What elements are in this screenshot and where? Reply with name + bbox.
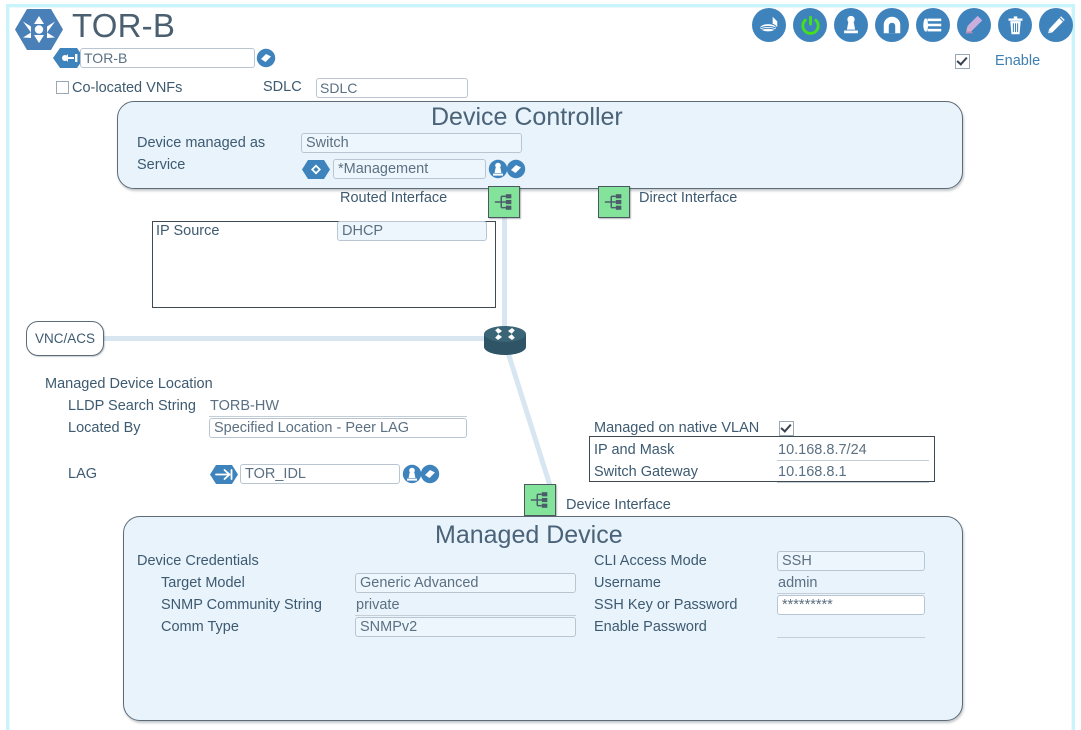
snmp-community-string-label: SNMP Community String <box>161 597 322 613</box>
device-credentials-label: Device Credentials <box>137 553 259 569</box>
connector-router-to-device <box>501 340 556 496</box>
username-label: Username <box>594 575 661 591</box>
highlighter-icon[interactable] <box>957 8 991 42</box>
device-interface-icon[interactable] <box>524 484 556 516</box>
enable-checkbox[interactable] <box>955 53 970 69</box>
eraser-icon[interactable] <box>420 464 440 484</box>
direct-interface-icon[interactable] <box>598 186 630 218</box>
stack-document-icon[interactable] <box>752 8 786 42</box>
ip-and-mask-label: IP and Mask <box>594 442 675 458</box>
co-located-vnfs-label: Co-located VNFs <box>72 80 183 96</box>
device-controller-panel <box>117 101 963 189</box>
eraser-icon[interactable] <box>506 159 526 179</box>
device-name-input[interactable]: TOR-B <box>80 48 255 68</box>
hexagon-logo-icon <box>15 9 63 50</box>
page-title: TOR-B <box>72 7 176 44</box>
pencil-edit-icon[interactable] <box>1039 8 1073 42</box>
toolbar <box>752 8 1073 42</box>
eraser-icon[interactable] <box>256 48 276 68</box>
managed-device-location-label: Managed Device Location <box>45 376 213 392</box>
ip-source-input[interactable]: DHCP <box>337 221 487 241</box>
target-model-label: Target Model <box>161 575 245 591</box>
service-input[interactable]: *Management <box>333 159 486 179</box>
ip-source-label: IP Source <box>156 223 220 239</box>
trash-icon[interactable] <box>998 8 1032 42</box>
ssh-key-or-password-label: SSH Key or Password <box>594 597 738 613</box>
comm-type-label: Comm Type <box>161 619 239 635</box>
router-icon[interactable] <box>481 322 529 358</box>
stamp-icon[interactable] <box>402 464 422 484</box>
lldp-search-string-label: LLDP Search String <box>68 398 196 414</box>
enable-password-input[interactable] <box>777 618 925 638</box>
target-model-input[interactable]: Generic Advanced <box>355 573 576 593</box>
username-input[interactable]: admin <box>777 574 925 594</box>
managed-device-title: Managed Device <box>435 521 623 549</box>
device-interface-label: Device Interface <box>566 497 671 513</box>
connector-vnc-to-router <box>103 336 503 341</box>
direct-interface-label: Direct Interface <box>639 190 738 206</box>
lag-input[interactable]: TOR_IDL <box>240 464 400 484</box>
stamp-icon[interactable] <box>834 8 868 42</box>
managed-on-native-vlan-label: Managed on native VLAN <box>594 420 760 436</box>
lldp-search-string-input[interactable]: TORB-HW <box>209 397 467 417</box>
routed-interface-label: Routed Interface <box>340 190 448 206</box>
sdlc-label: SDLC <box>263 79 302 95</box>
service-label: Service <box>137 157 186 173</box>
located-by-label: Located By <box>68 420 141 436</box>
ip-and-mask-input[interactable]: 10.168.8.7/24 <box>777 441 929 461</box>
lag-label: LAG <box>68 466 98 482</box>
vnc-acs-label: VNC/ACS <box>34 331 95 346</box>
enable-password-label: Enable Password <box>594 619 707 635</box>
connector-routed-to-router <box>502 215 507 333</box>
co-located-vnfs-checkbox[interactable] <box>56 81 69 94</box>
native-vlan-box <box>589 436 935 482</box>
stamp-icon[interactable] <box>488 159 508 179</box>
device-managed-as-label: Device managed as <box>137 135 266 151</box>
power-icon[interactable] <box>793 8 827 42</box>
enable-label: Enable <box>995 53 1041 69</box>
cli-access-mode-input[interactable]: SSH <box>777 551 925 571</box>
routed-interface-icon[interactable] <box>488 186 520 218</box>
device-controller-title: Device Controller <box>431 103 623 131</box>
comm-type-input[interactable]: SNMPv2 <box>355 617 576 637</box>
hexagon-link-icon[interactable] <box>52 47 85 69</box>
hexagon-diamond-icon[interactable] <box>301 159 331 180</box>
arrow-right-hex-icon[interactable] <box>209 464 239 485</box>
snmp-community-string-input[interactable]: private <box>355 596 576 616</box>
cli-access-mode-label: CLI Access Mode <box>594 553 707 569</box>
located-by-input[interactable]: Specified Location - Peer LAG <box>209 418 467 438</box>
ssh-key-or-password-input[interactable]: ********* <box>777 595 925 615</box>
enable-row[interactable]: Enable <box>955 53 1040 69</box>
device-managed-as-input[interactable]: Switch <box>301 133 522 153</box>
switch-gateway-label: Switch Gateway <box>594 464 698 480</box>
managed-on-native-vlan-checkbox[interactable] <box>779 421 794 436</box>
sdlc-input[interactable]: SDLC <box>316 78 468 98</box>
arch-tunnel-icon[interactable] <box>875 8 909 42</box>
list-menu-icon[interactable] <box>916 8 950 42</box>
co-located-vnfs-row[interactable]: Co-located VNFs <box>56 79 182 97</box>
switch-gateway-input[interactable]: 10.168.8.1 <box>777 463 929 483</box>
vnc-acs-node[interactable]: VNC/ACS <box>26 321 104 356</box>
